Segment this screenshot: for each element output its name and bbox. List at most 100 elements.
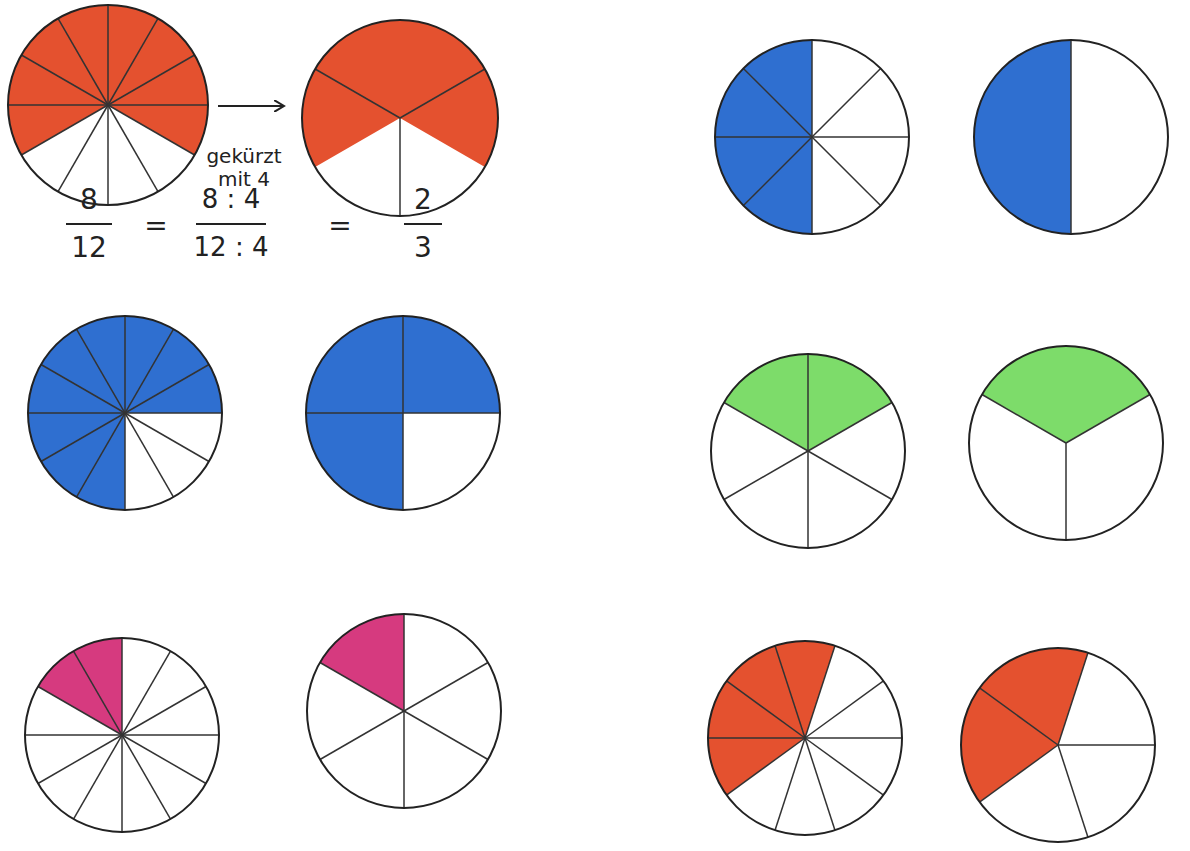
sector-line	[724, 451, 808, 500]
sector-line	[306, 412, 403, 414]
sector-line	[1066, 395, 1150, 444]
filled-sector	[306, 316, 500, 510]
filled-sector	[38, 638, 122, 735]
filled-sector	[715, 40, 812, 234]
fraction-circle	[711, 354, 905, 548]
fraction-circles	[8, 5, 1168, 842]
sector-line	[811, 137, 813, 234]
sector-line	[41, 413, 125, 462]
sector-line	[74, 735, 123, 819]
sector-line	[124, 316, 126, 413]
sector-line	[122, 735, 206, 784]
fraction-bar	[66, 223, 112, 225]
sector-line	[1058, 744, 1155, 746]
sector-line	[708, 737, 805, 739]
denominator: 12 : 4	[181, 233, 281, 263]
sector-line	[38, 735, 122, 784]
numerator: 2	[398, 184, 448, 216]
sector-line	[107, 5, 109, 105]
fraction-bar	[404, 223, 442, 225]
sector-line	[727, 738, 805, 795]
sector-line	[58, 105, 108, 192]
sector-line	[807, 451, 809, 548]
sector-line	[805, 646, 835, 738]
sector-line	[77, 329, 126, 413]
sector-line	[74, 651, 123, 735]
sector-line	[41, 365, 125, 414]
sector-line	[805, 681, 883, 738]
sector-line	[775, 646, 805, 738]
sector-line	[108, 105, 158, 192]
sector-line	[715, 136, 812, 138]
sector-line	[403, 412, 500, 414]
sector-line	[724, 403, 808, 452]
sector-line	[404, 663, 488, 712]
sector-line	[315, 69, 400, 118]
sector-line	[727, 681, 805, 738]
sector-line	[402, 316, 404, 413]
sector-line	[1058, 745, 1088, 837]
sector-line	[403, 711, 405, 808]
fraction-circle	[974, 40, 1168, 234]
filled-sector	[974, 40, 1071, 234]
sector-line	[743, 68, 812, 137]
sector-line	[982, 395, 1066, 444]
sector-line	[807, 354, 809, 451]
sector-line	[58, 18, 108, 105]
fraction-circle	[25, 638, 219, 832]
sector-line	[125, 365, 209, 414]
sector-line	[1065, 443, 1067, 540]
numerator: 8	[59, 184, 119, 216]
fraction-circle	[302, 20, 498, 216]
sector-line	[402, 413, 404, 510]
sector-line	[1070, 40, 1072, 137]
filled-sector	[982, 346, 1150, 443]
sector-line	[122, 687, 206, 736]
fraction-circle	[306, 316, 500, 510]
sector-line	[8, 104, 108, 106]
sector-line	[320, 663, 404, 712]
sector-line	[25, 734, 122, 736]
equals-sign: =	[320, 210, 360, 242]
sector-line	[121, 735, 123, 832]
numerator: 8 : 4	[181, 185, 281, 215]
filled-sector	[724, 354, 892, 451]
sector-line	[775, 738, 805, 830]
sector-line	[1070, 137, 1072, 234]
sector-line	[320, 711, 404, 760]
sector-line	[808, 451, 892, 500]
sector-line	[77, 413, 126, 497]
sector-line	[743, 137, 812, 206]
sector-line	[108, 104, 208, 106]
arrow	[218, 105, 284, 107]
sector-line	[399, 118, 401, 216]
sector-line	[404, 711, 488, 760]
sector-line	[108, 105, 195, 155]
sector-line	[400, 69, 485, 118]
sector-line	[125, 412, 222, 414]
filled-sector	[28, 316, 222, 510]
filled-sector	[320, 614, 404, 711]
sector-line	[122, 651, 171, 735]
sector-line	[805, 738, 883, 795]
sector-line	[122, 734, 219, 736]
sector-line	[811, 40, 813, 137]
sector-line	[108, 55, 195, 105]
sector-line	[980, 745, 1058, 802]
sector-line	[107, 105, 109, 205]
fraction-circle	[307, 614, 501, 808]
sector-line	[124, 413, 126, 510]
sector-line	[805, 737, 902, 739]
fraction-circle	[715, 40, 909, 234]
equals-sign: =	[136, 210, 176, 242]
sector-line	[812, 137, 881, 206]
sector-line	[403, 614, 405, 711]
sector-line	[21, 55, 108, 105]
fraction-circle	[969, 346, 1163, 540]
sector-line	[812, 68, 881, 137]
sector-line	[28, 412, 125, 414]
sector-line	[125, 413, 174, 497]
fraction-circle	[28, 316, 222, 510]
sector-line	[108, 18, 158, 105]
